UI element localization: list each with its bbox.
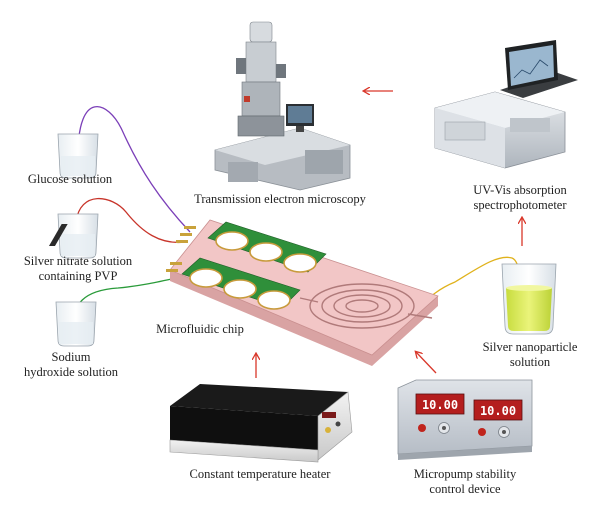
chip-mixing-channel — [299, 283, 433, 329]
label-sodium: Sodium hydroxide solution — [12, 350, 130, 380]
label-chip: Microfluidic chip — [140, 322, 260, 337]
beaker-silver-nitrate — [57, 213, 99, 259]
label-heater: Constant temperature heater — [160, 467, 360, 482]
pump-display-right-screen — [473, 399, 523, 421]
label-silver-nanoparticle-line2: solution — [509, 355, 551, 369]
label-uvvis-line1: UV-Vis absorption — [473, 183, 567, 197]
beaker-silver-nanoparticle — [501, 263, 557, 335]
beaker-sodium — [55, 301, 97, 347]
label-silver-nitrate: Silver nitrate solution containing PVP — [0, 254, 156, 284]
label-uvvis-line2: spectrophotometer — [473, 198, 567, 212]
arrow-pump-to-chip — [416, 352, 437, 374]
pump-display-right: 10.00 — [480, 404, 516, 418]
label-micropump-line2: control device — [429, 482, 501, 496]
label-uvvis: UV-Vis absorption spectrophotometer — [445, 183, 595, 213]
microfluidic-chip — [48, 219, 439, 366]
label-silver-nitrate-line2: containing PVP — [38, 269, 118, 283]
uvvis-instrument — [434, 40, 578, 169]
label-micropump: Micropump stability control device — [395, 467, 535, 497]
pump-display-left-screen — [415, 393, 465, 415]
micropump-instrument: 10.00 10.00 — [397, 379, 533, 460]
pump-display-left: 10.00 — [422, 398, 458, 412]
label-glucose-text: Glucose solution — [27, 172, 113, 186]
tube-silver-nitrate — [75, 197, 186, 244]
label-silver-nanoparticle: Silver nanoparticle solution — [466, 340, 594, 370]
label-sodium-line1: Sodium — [51, 350, 91, 364]
label-micropump-line1: Micropump stability — [413, 467, 517, 481]
label-silver-nitrate-line1: Silver nitrate solution — [23, 254, 133, 268]
heater-instrument — [169, 384, 353, 463]
flow-arrows — [256, 91, 522, 378]
label-silver-nanoparticle-line1: Silver nanoparticle — [482, 340, 578, 354]
label-tem: Transmission electron microscopy — [175, 192, 385, 207]
tube-glucose — [77, 106, 191, 233]
label-tem-text: Transmission electron microscopy — [194, 192, 366, 206]
tem-instrument — [214, 21, 351, 191]
label-sodium-line2: hydroxide solution — [23, 365, 119, 379]
label-chip-text: Microfluidic chip — [156, 322, 244, 336]
label-glucose: Glucose solution — [10, 172, 130, 187]
label-heater-text: Constant temperature heater — [189, 467, 331, 481]
beaker-glucose — [57, 133, 99, 179]
